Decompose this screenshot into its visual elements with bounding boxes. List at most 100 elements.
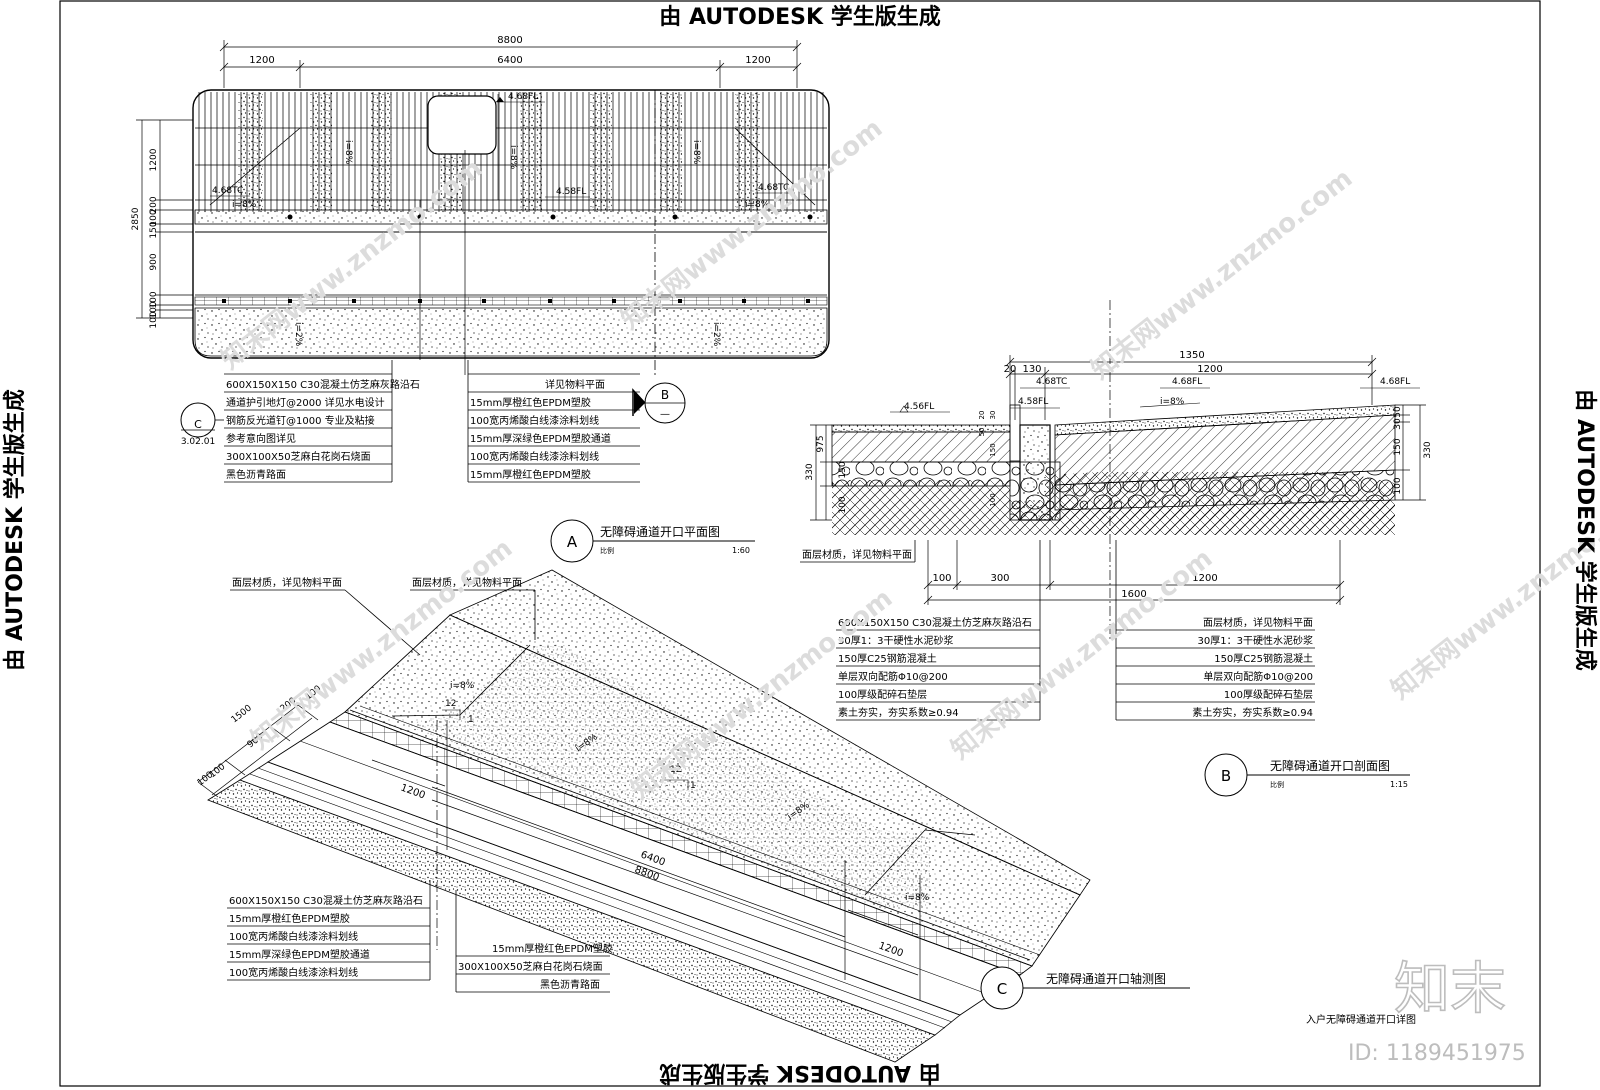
section-dim-300bottom: 300 [990,573,1009,584]
section-note-left-1: 30厚1：3干硬性水泥砂浆 [838,634,953,647]
sheet-title: 入户无障碍通道开口详图 [1306,1013,1416,1026]
plan-note-right-3: 15mm厚深绿色EPDM塑胶通道 [470,432,611,445]
autodesk-stamp-left: 由 AUTODESK 学生版生成 [2,389,28,670]
section-note-right-5: 素土夯实，夯实系数≥0.94 [1192,706,1313,719]
section-marker-b: B — [632,382,686,424]
autodesk-stamp-right: 由 AUTODESK 学生版生成 [1572,389,1598,670]
axon-ratio-12a: 12 [445,699,456,709]
section-dim-330right: 330 [1423,441,1433,458]
section-dim-150left: 150 [838,461,848,478]
axon-face-note-left: 面层材质，详见物料平面 [232,576,342,589]
section-title-sub: 比例 [1270,780,1284,789]
section-dim-150right: 150 [1393,438,1403,455]
section-marker-b-sub: — [660,409,670,420]
section-dim-130: 130 [1022,364,1041,375]
plan-note-right-1: 15mm厚橙红色EPDM塑胶 [470,396,591,409]
axon-title-letter: C [997,980,1007,998]
autodesk-stamp-bottom: 由 AUTODESK 学生版生成 [659,1060,940,1086]
plan-level-fl-top: 4.68FL [508,92,538,102]
axon-note-left-0: 600X150X150 C30混凝土仿芝麻灰路沿石 [229,894,423,907]
plan-slope-left: i=8% [232,200,257,210]
section-note-left-2: 150厚C25钢筋混凝土 [838,652,937,665]
section-dim-100bottom: 100 [932,573,951,584]
znzmo-logo: 知末 [1394,957,1506,1022]
svg-text:150: 150 [989,443,997,456]
plan-title-letter: A [567,533,578,551]
section-note-right-4: 100厚级配碎石垫层 [1224,688,1313,701]
watermark-site-7: 知末网www.znzmo.com [1386,483,1600,705]
svg-text:50: 50 [978,428,986,437]
plan-dim-200v: 200 [149,196,159,213]
plan-title-scale: 1:60 [732,546,750,555]
svg-text:20: 20 [978,411,986,420]
axon-ratio-1b: 1 [690,781,696,791]
section-title-scale: 1:15 [1390,780,1408,789]
plan-dim-left: 1200 [249,55,274,66]
section-dim-50right: 50 [1393,406,1403,418]
plan-slope-right: i=8% [745,200,770,210]
plan-level-fl-mid: 4.58FL [556,187,586,197]
plan-dim-right: 1200 [745,55,770,66]
section-title-letter: B [1221,767,1231,785]
axon-face-note-right: 面层材质，详见物料平面 [412,576,522,589]
plan-slope-low: i=2% [293,322,303,347]
section-note-right-0: 面层材质，详见物料平面 [1203,616,1313,629]
section-note-right-2: 150厚C25钢筋混凝土 [1214,652,1313,665]
plan-note-left-4: 300X100X50芝麻白花岗石烧面 [226,450,371,463]
section-note-left-4: 100厚级配碎石垫层 [838,688,927,701]
axon-note-left-1: 15mm厚橙红色EPDM塑胶 [229,912,350,925]
axon-slope-1: i=8% [450,681,475,691]
svg-text:100: 100 [989,493,997,506]
plan-slope-a: i=8% [343,140,353,165]
axon-note-right-0: 15mm厚橙红色EPDM塑胶 [492,942,613,955]
plan-dim-900v: 900 [149,253,159,270]
plan-note-right-0: 详见物料平面 [545,378,605,391]
plan-dim-100vc: 100 [149,301,159,318]
plan-note-left-2: 钢筋反光道钉@1000 专业及粘接 [226,414,375,427]
autodesk-stamp-top: 由 AUTODESK 学生版生成 [659,4,940,30]
axon-note-left-4: 100宽丙烯酸白线漆涂料划线 [229,966,358,979]
section-note-left-5: 素土夯实，夯实系数≥0.94 [838,706,959,719]
plan-dim-2850: 2850 [131,207,141,230]
section-face-note: 面层材质，详见物料平面 [802,548,912,561]
axon-ratio-12b: 12 [670,765,681,775]
sheet-border [59,0,1541,1087]
section-dim-20: 20 [1004,364,1017,375]
plan-dim-total: 8800 [497,35,522,46]
section-note-left-3: 单层双向配筋Φ10@200 [838,670,948,683]
section-level-fl-left: 4.56FL [904,402,934,412]
section-note-left-0: 600X150X150 C30混凝土仿芝麻灰路沿石 [838,616,1032,629]
plan-slope-b: i=8% [691,140,701,165]
section-note-right-1: 30厚1：3干硬性水泥砂浆 [1198,634,1313,647]
section-level-tc: 4.68TC [1036,377,1067,387]
plan-note-right-5: 15mm厚橙红色EPDM塑胶 [470,468,591,481]
plan-inset-panel [427,95,497,155]
section-dim-1200top: 1200 [1197,364,1222,375]
section-marker-b-letter: B [661,388,669,402]
section-dim-330left: 330 [805,463,815,480]
axon-view-c: i=8% i=8% i=8% i=8% 12 1 12 1 1200 6400 … [196,569,1190,1063]
section-level-fl-right: 4.68FL [1380,377,1410,387]
plan-dim-150v: 150 [149,221,159,238]
plan-dim-100vd: 100 [149,311,159,328]
plan-level-tc-left: 4.68TC [212,186,243,196]
plan-ref-c-letter: C [194,418,202,431]
axon-note-right-1: 300X100X50芝麻白花岗石烧面 [458,960,603,973]
axon-dim-100b: 100 [208,762,228,781]
plan-note-left-1: 通道护引地灯@2000 详见水电设计 [226,396,385,409]
plan-note-right-2: 100宽丙烯酸白线漆涂料划线 [470,414,599,427]
plan-level-tc-right: 4.68TC [758,183,789,193]
section-dim-1200bottom: 1200 [1192,573,1217,584]
svg-text:30: 30 [989,411,997,420]
section-view-b: 1350 20 130 1200 4.56FL 4.68TC 4.68FL [800,300,1433,797]
plan-note-left-5: 黑色沥青路面 [226,468,286,481]
watermark-site-3: 知末网www.znzmo.com [1086,163,1358,385]
plan-view-a: 4.68FL 4.68TC 4.58FL 4.68TC i=8% i=8% i=… [131,35,830,563]
plan-dim-100va: 100 [149,209,159,226]
axon-note-right-2: 黑色沥青路面 [540,978,600,991]
axon-title-name: 无障碍通道开口轴测图 [1046,971,1166,986]
section-dim-30right: 30 [1393,418,1403,430]
section-level-fl-top: 4.68FL [1172,377,1202,387]
plan-title-name: 无障碍通道开口平面图 [600,524,720,539]
